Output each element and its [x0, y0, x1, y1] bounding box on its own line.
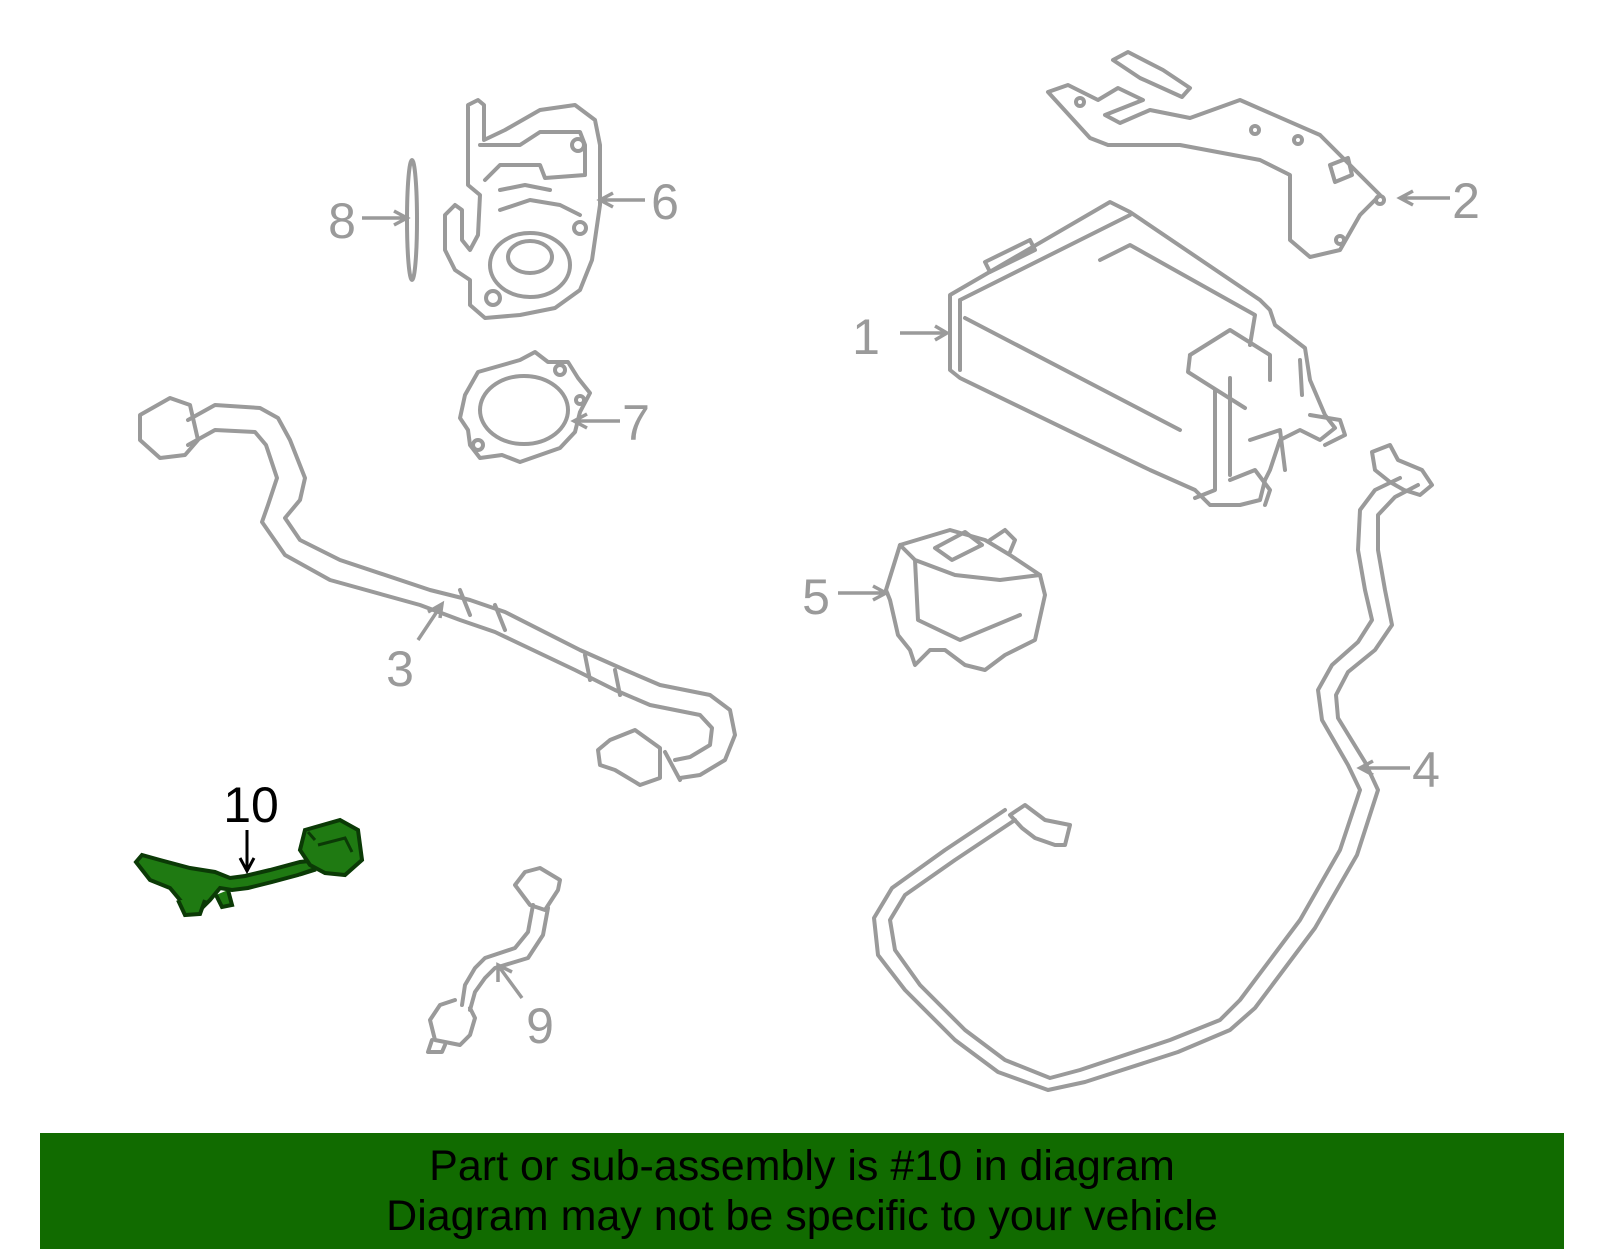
callout-2[interactable]: 2 — [1452, 173, 1480, 229]
leader-9 — [496, 962, 524, 1000]
callout-10[interactable]: 10 — [223, 777, 279, 833]
leader-4 — [1356, 759, 1410, 777]
part-4-hose[interactable] — [872, 443, 1434, 1092]
part-3-hose[interactable] — [138, 396, 737, 787]
info-banner: Part or sub-assembly is #10 in diagram D… — [40, 1133, 1564, 1249]
callout-1[interactable]: 1 — [852, 309, 880, 365]
callout-9[interactable]: 9 — [526, 998, 554, 1054]
part-5-purge[interactable] — [884, 528, 1047, 672]
callout-4[interactable]: 4 — [1412, 742, 1440, 798]
leader-2 — [1396, 189, 1450, 207]
leader-5 — [838, 584, 890, 602]
part-10-harness[interactable] — [133, 817, 365, 918]
leader-1 — [900, 324, 951, 342]
part-1-canister[interactable] — [948, 200, 1347, 507]
callout-7[interactable]: 7 — [622, 395, 650, 451]
part-6-valve[interactable] — [443, 98, 602, 320]
callout-arrows — [362, 189, 1450, 1000]
callout-labels: 1 2 3 4 5 6 7 8 9 10 — [223, 173, 1480, 1054]
leader-3 — [416, 600, 445, 641]
banner-line-1: Part or sub-assembly is #10 in diagram — [429, 1142, 1175, 1190]
leader-6 — [596, 191, 645, 209]
part-9-sensor[interactable] — [426, 866, 562, 1054]
part-7-gasket[interactable] — [458, 350, 592, 464]
leader-8 — [362, 209, 411, 227]
callout-3[interactable]: 3 — [386, 641, 414, 697]
part-8-oring[interactable] — [405, 158, 419, 282]
callout-5[interactable]: 5 — [802, 569, 830, 625]
part-2-bracket[interactable] — [1046, 50, 1386, 259]
leader-7 — [570, 412, 620, 430]
callout-6[interactable]: 6 — [651, 174, 679, 230]
banner-line-2: Diagram may not be specific to your vehi… — [386, 1192, 1218, 1240]
leader-10 — [238, 830, 256, 875]
callout-8[interactable]: 8 — [328, 193, 356, 249]
